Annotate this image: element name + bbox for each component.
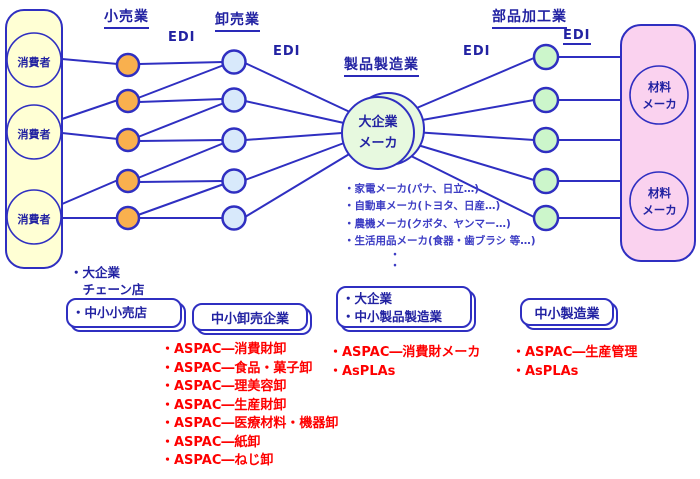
material-maker-label-1: 材料 メーカ [642,80,677,111]
consumer-node-2 [6,104,62,160]
material-maker-label-2: 材料 メーカ [642,186,677,217]
edi-label-3: EDI [463,44,491,59]
aspac-list-item: ・ASPAC―医療材料・機器卸 [161,416,339,431]
retail-group-note-line2: チェーン店 [70,282,145,297]
retail-group-note-line1: ・大企業 [70,265,121,280]
edi-label-2: EDI [273,44,301,59]
manufacturer-group-box: ・大企業 ・中小製品製造業 [336,286,472,328]
parts-node-2 [532,86,560,114]
wholesale-node-2 [221,87,247,113]
aspac-small-mfg-list: ・ASPAC―生産管理 ・AsPLAs [512,343,637,381]
aspac-manufacturer-list: ・ASPAC―消費財メーカ ・AsPLAs [329,343,480,381]
wholesale-node-3 [221,127,247,153]
retail-node-4 [115,168,141,194]
aspac-list-item: ・ASPAC―消費財卸 [161,342,287,357]
aspac-list-item: ・AsPLAs [329,364,396,379]
aspac-list-item: ・ASPAC―食品・菓子卸 [161,360,313,376]
parts-processing-header: 部品加工業 [492,6,567,29]
consumer-node-3 [6,189,62,245]
aspac-list-item: ・ASPAC―理美容卸 [161,379,287,394]
wholesale-node-4 [221,168,247,194]
maker-note: ・農機メーカ(クボタ、ヤンマー…) [344,217,511,230]
product-manufacturing-header: 製品製造業 [344,54,419,77]
maker-note: ・家電メーカ(パナ、日立…) [344,183,480,195]
maker-note: ・自動車メーカ(トヨタ、日産…) [344,200,501,213]
wholesale-node-1 [221,49,247,75]
parts-nodes [532,43,560,232]
consumer-box [5,9,63,269]
wholesale-header: 卸売業 [215,9,260,32]
center-maker-label: 大企業 メーカ [358,115,398,151]
material-node-1 [629,65,689,125]
maker-note: ・ [390,261,400,273]
manufacturer-group-line2: ・中小製品製造業 [342,309,443,324]
aspac-list-item: ・AsPLAs [512,364,579,379]
maker-note: ・ [390,250,400,262]
consumer-node-1 [6,32,62,88]
aspac-list-item: ・ASPAC―紙卸 [161,434,261,450]
material-maker-box [620,24,696,262]
aspac-wholesale-list: ・ASPAC―消費財卸 ・ASPAC―食品・菓子卸 ・ASPAC―理美容卸 ・A… [161,341,338,471]
retail-node-1 [115,52,141,78]
parts-node-5 [532,204,560,232]
wholesale-group-box: 中小卸売企業 [192,303,308,331]
aspac-list-item: ・ASPAC―ねじ卸 [161,453,274,468]
consumer-label-1: 消費者 [17,56,51,69]
aspac-list-item: ・ASPAC―生産財卸 [161,397,287,413]
retail-node-3 [115,127,141,153]
retail-nodes [115,52,141,231]
edges [61,56,621,219]
edi-label-4: EDI [563,28,591,45]
material-node-2 [629,171,689,231]
parts-node-4 [532,167,560,195]
consumer-nodes [6,32,62,245]
retail-header: 小売業 [104,6,149,29]
material-nodes [629,65,689,231]
aspac-list-item: ・ASPAC―生産管理 [512,345,638,360]
center-circle [341,96,415,170]
consumer-label-3: 消費者 [17,213,51,226]
maker-notes: ・家電メーカ(パナ、日立…) ・自動車メーカ(トヨタ、日産…) ・農機メーカ(ク… [344,181,536,272]
edi-label-1: EDI [168,30,196,45]
consumer-label-2: 消費者 [17,128,51,141]
aspac-list-item: ・ASPAC―消費財メーカ [329,345,481,360]
retail-node-2 [115,88,141,114]
manufacturer-group-line1: ・大企業 [342,291,393,306]
retail-node-5 [115,205,141,231]
retail-group-box: ・中小小売店 [66,298,182,328]
wholesale-node-5 [221,205,247,231]
maker-note: ・生活用品メーカ(食器・歯ブラシ 等…) [344,234,536,247]
small-mfg-group-box: 中小製造業 [520,298,614,326]
parts-node-1 [532,43,560,71]
parts-node-3 [532,126,560,154]
wholesale-nodes [221,49,247,231]
